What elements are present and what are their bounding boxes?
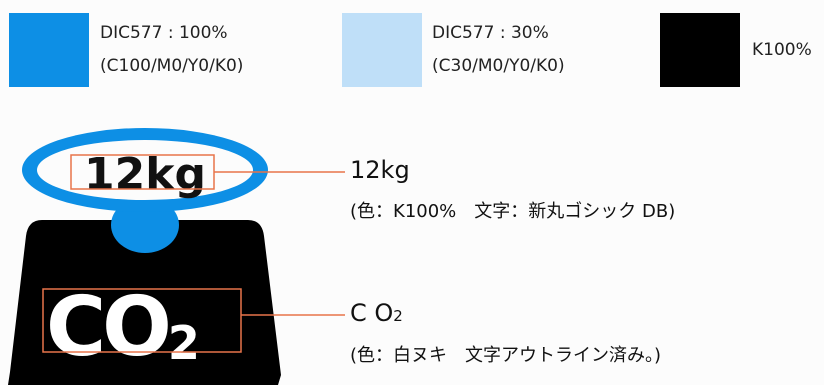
- swatch-cyan-100-label: DIC577 : 100% (C100/M0/Y0/K0): [100, 17, 243, 83]
- swatch-cyan-30-label: DIC577 : 30% (C30/M0/Y0/K0): [432, 17, 565, 83]
- co2-text-sub: 2: [168, 316, 200, 370]
- co2-annotation-title: C O2: [350, 299, 403, 327]
- co2-text: CO2: [46, 280, 200, 375]
- swatch-black: [660, 13, 740, 87]
- co2-text-main: CO: [46, 280, 168, 375]
- swatch-cyan-30-cmyk: (C30/M0/Y0/K0): [432, 56, 565, 76]
- swatch-cyan-100: [9, 13, 89, 87]
- co2-annotation-title-main: C O: [350, 299, 394, 327]
- co2-outline-box: [42, 288, 242, 353]
- swatch-cyan-100-cmyk: (C100/M0/Y0/K0): [100, 56, 244, 76]
- weight-annotation-title: 12kg: [350, 156, 410, 184]
- swatch-cyan-30-name: DIC577 : 30%: [432, 23, 549, 43]
- weight-annotation-note: (色：K100% 文字：新丸ゴシック DB): [350, 201, 676, 222]
- swatch-cyan-30: [342, 13, 422, 87]
- weight-text: 12kg: [84, 149, 206, 200]
- swatch-black-label: K100%: [752, 34, 812, 67]
- swatch-black-name: K100%: [752, 40, 812, 60]
- swatch-cyan-100-name: DIC577 : 100%: [100, 23, 228, 43]
- co2-annotation-title-sub: 2: [393, 307, 403, 325]
- co2-annotation-note: (色：白ヌキ 文字アウトライン済み。): [350, 345, 662, 366]
- weight-body-shape: [8, 220, 281, 385]
